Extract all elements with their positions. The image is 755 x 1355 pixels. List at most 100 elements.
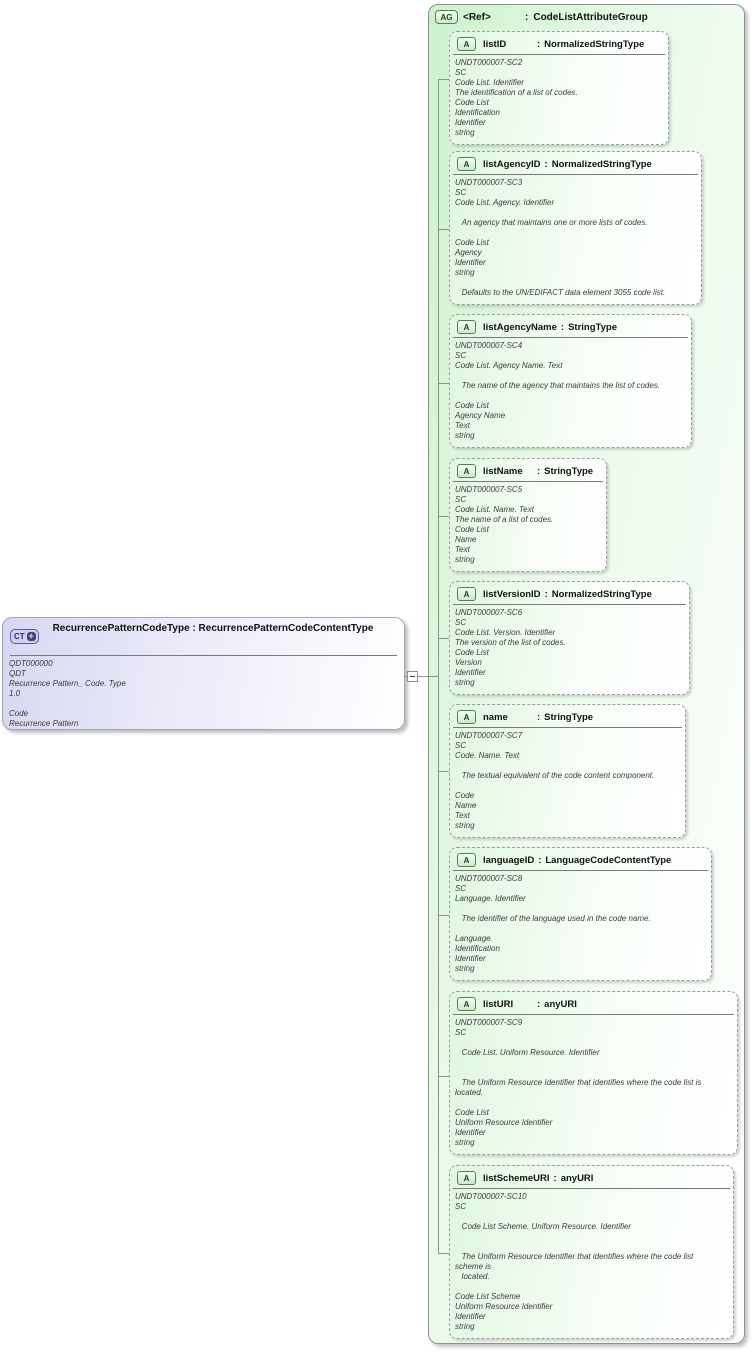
ct-detail-line: 1.0 xyxy=(9,689,21,698)
header-rule xyxy=(453,604,686,605)
attribute-detail-line: Code List Scheme xyxy=(455,1292,521,1301)
attribute-detail-line: string xyxy=(455,431,475,440)
attribute-detail-line: Uniform Resource Identifier xyxy=(455,1118,553,1127)
attribute-detail-line: UNDT000007-SC3 xyxy=(455,178,523,187)
attribute-detail-line: string xyxy=(455,1138,475,1147)
attribute-detail-line: Code. Name. Text xyxy=(455,751,520,760)
attribute-icon: A xyxy=(457,157,476,171)
attribute-detail-line: The identification of a list of codes. xyxy=(455,88,578,97)
attribute-type: NormalizedStringType xyxy=(551,588,652,600)
colon-separator: : xyxy=(544,158,548,170)
attribute-detail-line: Code List xyxy=(455,98,489,107)
colon-separator: : xyxy=(525,11,529,23)
stub-line xyxy=(438,1253,449,1254)
complex-type-header[interactable]: CT+ RecurrencePatternCodeType : Recurren… xyxy=(3,623,404,652)
attribute-type: NormalizedStringType xyxy=(544,38,645,50)
colon-separator: : xyxy=(538,854,542,866)
complex-type-box[interactable]: CT+ RecurrencePatternCodeType : Recurren… xyxy=(2,617,405,730)
complex-type-title: RecurrencePatternCodeType : RecurrencePa… xyxy=(52,623,374,634)
complex-type-icon-label: CT xyxy=(14,632,25,641)
attribute-detail-line xyxy=(455,1232,728,1242)
attribute-type: LanguageCodeContentType xyxy=(545,854,672,866)
attribute-detail-line: An agency that maintains one or more lis… xyxy=(455,218,648,227)
attribute-name: languageID xyxy=(483,854,535,866)
attribute-detail-line: SC xyxy=(455,1202,467,1211)
stub-line xyxy=(438,771,449,772)
ct-detail-line xyxy=(9,699,398,709)
stub-line xyxy=(438,383,449,384)
attribute-detail-line: Agency xyxy=(455,248,482,257)
attribute-detail-line: The name of the agency that maintains th… xyxy=(455,381,661,390)
attribute-group-header[interactable]: AG <Ref> : CodeListAttributeGroup xyxy=(429,5,744,27)
attribute-detail-line: Identification xyxy=(455,108,500,117)
attribute-detail-line: Agency Name xyxy=(455,411,506,420)
attribute-detail-line xyxy=(455,1038,732,1048)
attribute-detail-line: Identifier xyxy=(455,1128,486,1137)
attribute-detail-line: string xyxy=(455,678,475,687)
attribute-detail-line: Identifier xyxy=(455,1312,486,1321)
attribute-detail-line: UNDT000007-SC7 xyxy=(455,731,523,740)
colon-separator: : xyxy=(544,588,548,600)
attribute-detail-line xyxy=(455,208,696,218)
attribute-detail-line: Language xyxy=(455,934,491,943)
attribute-detail-line: Identifier xyxy=(455,258,486,267)
attribute-type: StringType xyxy=(544,711,594,723)
attribute-detail-line: Identifier xyxy=(455,668,486,677)
attribute-detail-line: Version xyxy=(455,658,482,667)
attribute-detail-line: Identifier xyxy=(455,954,486,963)
attribute-group-type: CodeListAttributeGroup xyxy=(533,11,648,23)
attribute-type: anyURI xyxy=(544,998,577,1010)
colon-separator: : xyxy=(537,998,541,1010)
attribute-detail-line: Code List. Identifier xyxy=(455,78,524,87)
attribute-detail-line xyxy=(455,391,686,401)
attribute-detail-line: Defaults to the UN/EDIFACT data element … xyxy=(455,288,666,297)
attribute-icon: A xyxy=(457,997,476,1011)
attribute-detail-line: The Uniform Resource Identifier that ide… xyxy=(455,1252,694,1261)
attribute-detail-line: Text xyxy=(455,421,470,430)
attribute-detail-line xyxy=(455,1068,732,1078)
attribute-detail-line: UNDT000007-SC5 xyxy=(455,485,523,494)
attribute-detail-line: The version of the list of codes. xyxy=(455,638,566,647)
attribute-detail-line: SC xyxy=(455,351,467,360)
header-rule xyxy=(453,174,698,175)
attribute-detail-line: scheme is xyxy=(455,1262,492,1271)
attribute-detail-line: Code List. Name. Text xyxy=(455,505,534,514)
colon-separator: : xyxy=(553,1172,557,1184)
colon-separator: : xyxy=(537,465,541,477)
attribute-detail-line: located. xyxy=(455,1272,490,1281)
attribute-name: name xyxy=(483,711,508,723)
attribute-detail-line xyxy=(455,1098,732,1108)
attribute-detail-line xyxy=(455,761,680,771)
header-rule xyxy=(453,337,688,338)
attribute-icon: A xyxy=(457,1171,476,1185)
stub-line xyxy=(438,1076,449,1077)
attribute-detail-line: Code xyxy=(455,791,475,800)
stub-line xyxy=(438,915,449,916)
attribute-detail-line xyxy=(455,904,706,914)
attribute-detail-line: string xyxy=(455,1322,475,1331)
collapse-handle[interactable] xyxy=(407,671,418,682)
